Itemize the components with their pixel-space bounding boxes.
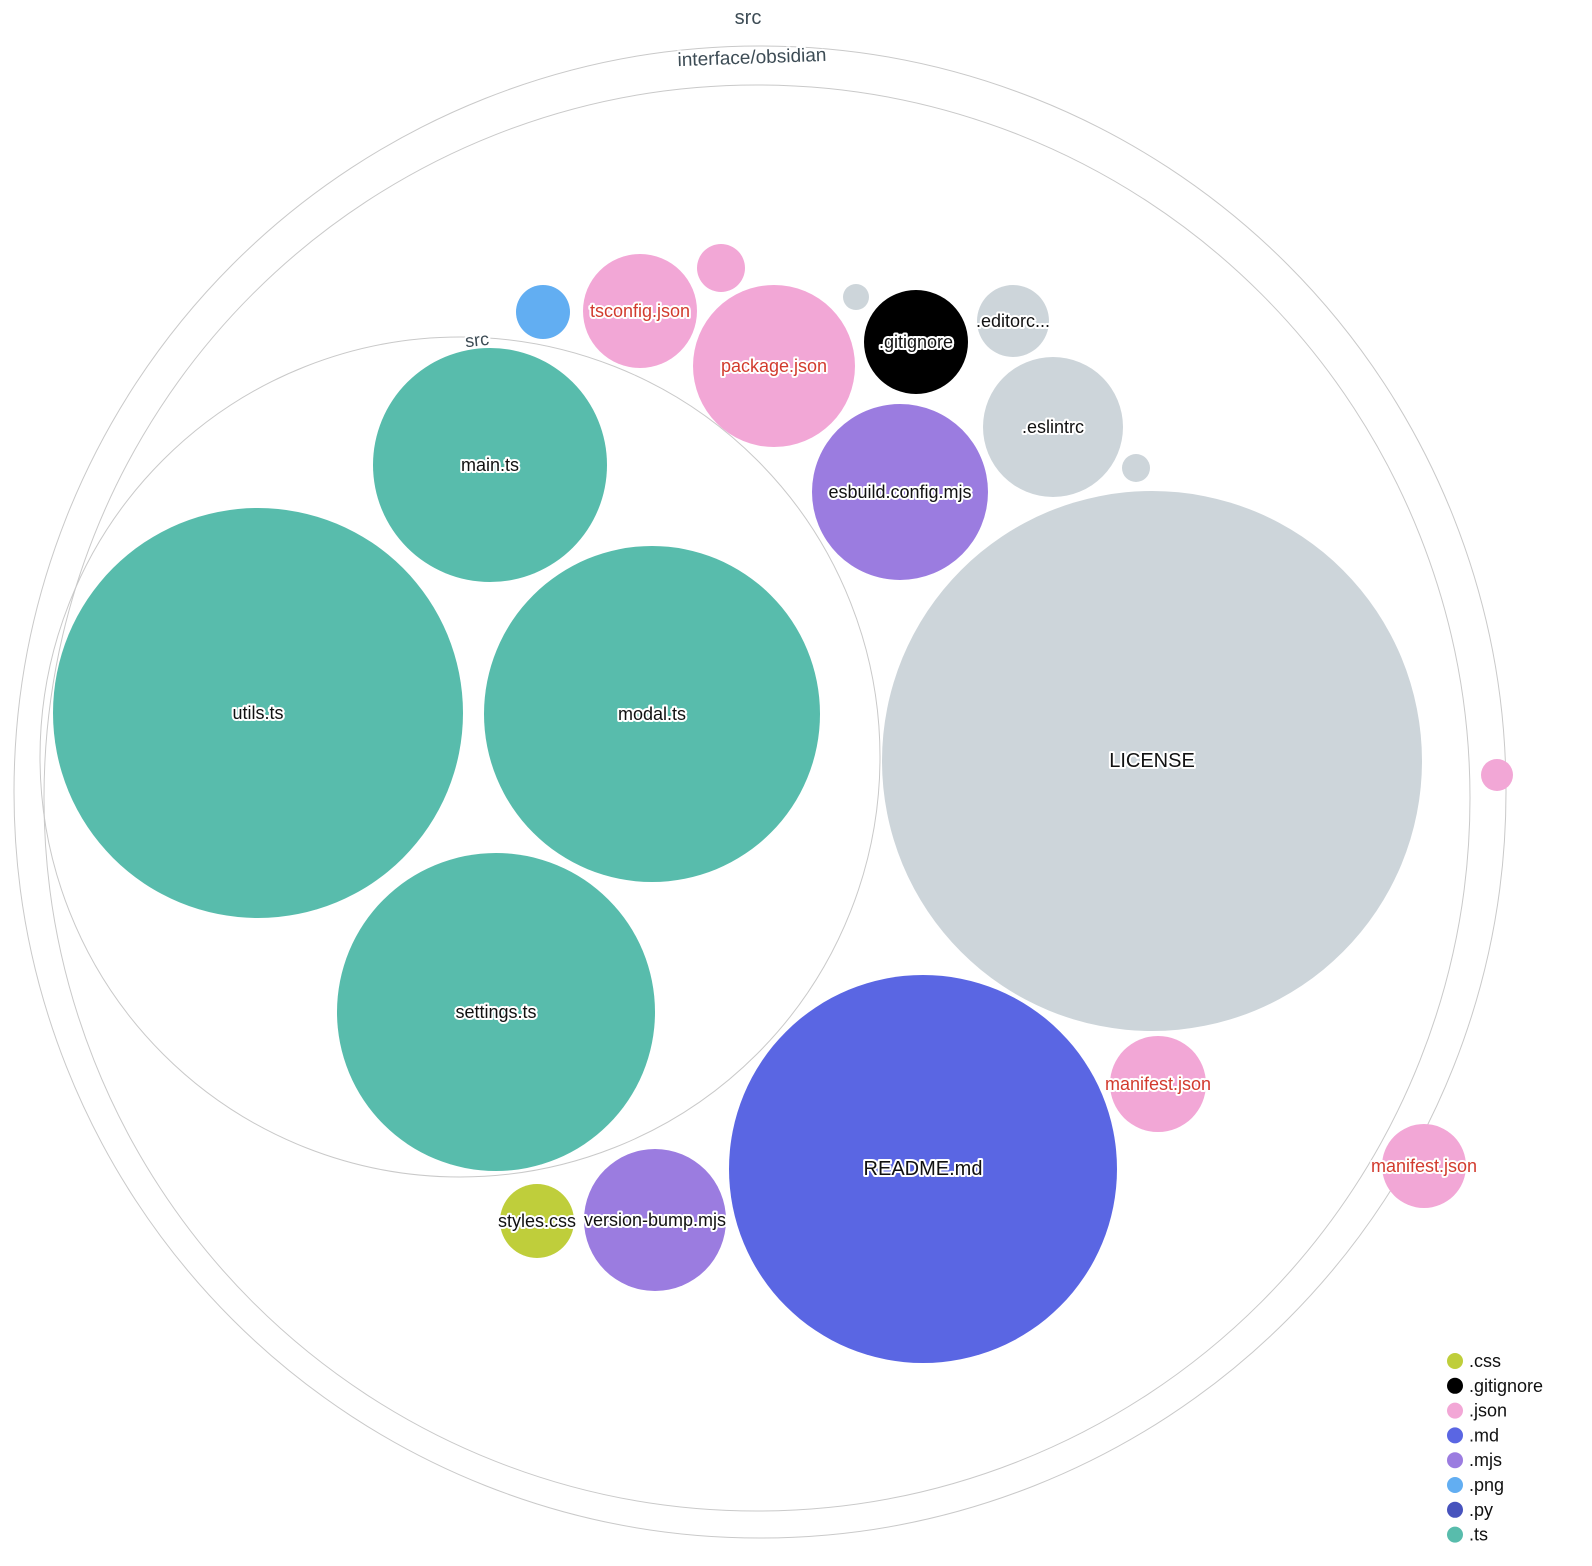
legend-label-.css: .css bbox=[1469, 1351, 1501, 1371]
file-circle-package-json bbox=[693, 285, 855, 447]
file-label-main-ts: main.ts bbox=[461, 455, 519, 475]
legend-dot-.gitignore bbox=[1447, 1377, 1463, 1394]
file-circle-settings-ts bbox=[337, 853, 655, 1171]
file-label-modal-ts: modal.ts bbox=[618, 704, 686, 724]
legend: .css .gitignore .json .md .mjs .png .py .ts bbox=[1447, 1351, 1543, 1545]
legend-item-.json: .json bbox=[1447, 1401, 1507, 1421]
legend-label-.json: .json bbox=[1469, 1401, 1507, 1421]
file-label-utils-ts: utils.ts bbox=[232, 703, 283, 723]
file-circle-gray-small-2 bbox=[1122, 454, 1150, 482]
file-circle-utils-ts bbox=[53, 508, 463, 918]
file-label-settings-ts: settings.ts bbox=[455, 1002, 536, 1022]
file-label-readme-md: README.md bbox=[864, 1158, 983, 1180]
file-circle-esbuild-config-mjs bbox=[812, 404, 988, 580]
legend-label-.ts: .ts bbox=[1469, 1525, 1488, 1545]
file-circle-readme-md bbox=[729, 975, 1117, 1363]
file-label-package-json: package.json bbox=[721, 356, 827, 376]
legend-dot-.css bbox=[1447, 1353, 1463, 1369]
file-label-esbuild-config-mjs: esbuild.config.mjs bbox=[828, 482, 971, 502]
file-circle-json-small-top bbox=[697, 244, 745, 292]
folder-label-src: src bbox=[464, 329, 490, 351]
file-circle-tsconfig-json bbox=[583, 254, 697, 368]
folder-label-root-src: src bbox=[735, 7, 762, 29]
legend-item-.mjs: .mjs bbox=[1447, 1450, 1502, 1470]
file-label-editorconfig: .editorc... bbox=[976, 311, 1050, 331]
legend-item-.css: .css bbox=[1447, 1351, 1501, 1371]
legend-label-.py: .py bbox=[1469, 1500, 1493, 1520]
legend-item-.ts: .ts bbox=[1447, 1525, 1488, 1545]
legend-item-.png: .png bbox=[1447, 1475, 1504, 1495]
legend-dot-.py bbox=[1447, 1501, 1463, 1518]
legend-dot-.mjs bbox=[1447, 1452, 1463, 1469]
file-label-styles-css: styles.css bbox=[498, 1211, 576, 1231]
file-label-gitignore: .gitignore bbox=[879, 332, 953, 352]
file-circle-eslintrc bbox=[983, 357, 1123, 497]
folder-circle-src bbox=[39, 336, 881, 1178]
legend-dot-.ts bbox=[1447, 1526, 1463, 1543]
file-label-license: LICENSE bbox=[1109, 750, 1195, 772]
file-label-eslintrc: .eslintrc bbox=[1022, 417, 1084, 437]
legend-dot-.md bbox=[1447, 1427, 1463, 1444]
file-circle-gitignore bbox=[864, 290, 968, 394]
folder-circle-root-src bbox=[13, 45, 1507, 1539]
legend-label-.mjs: .mjs bbox=[1469, 1450, 1502, 1470]
folder-circle-interface-obsidian bbox=[43, 84, 1471, 1512]
file-circle-license bbox=[882, 491, 1422, 1031]
legend-item-.md: .md bbox=[1447, 1425, 1499, 1445]
legend-dot-.json bbox=[1447, 1402, 1463, 1419]
file-circle-json-small-right bbox=[1481, 759, 1513, 791]
file-circle-manifest-json-outer bbox=[1382, 1124, 1466, 1208]
file-circle-png-file bbox=[516, 285, 570, 339]
file-circle-gray-small-1 bbox=[843, 284, 869, 310]
file-circle-version-bump-mjs bbox=[584, 1149, 726, 1291]
file-label-manifest-json-inner: manifest.json bbox=[1105, 1074, 1211, 1094]
folder-label-interface-obsidian: interface/obsidian bbox=[677, 45, 827, 71]
file-label-manifest-json-outer: manifest.json bbox=[1371, 1156, 1477, 1176]
legend-label-.md: .md bbox=[1469, 1425, 1499, 1445]
legend-dot-.png bbox=[1447, 1477, 1463, 1493]
legend-label-.gitignore: .gitignore bbox=[1469, 1376, 1543, 1396]
file-circle-styles-css bbox=[500, 1184, 574, 1258]
file-circle-modal-ts bbox=[484, 546, 820, 882]
file-label-tsconfig-json: tsconfig.json bbox=[590, 301, 690, 321]
file-circle-main-ts bbox=[373, 348, 607, 582]
file-circle-editorconfig bbox=[977, 285, 1049, 357]
legend-item-.py: .py bbox=[1447, 1500, 1493, 1520]
file-circle-manifest-json-inner bbox=[1110, 1036, 1206, 1132]
file-label-version-bump-mjs: version-bump.mjs bbox=[584, 1210, 726, 1230]
legend-item-.gitignore: .gitignore bbox=[1447, 1376, 1543, 1396]
legend-label-.png: .png bbox=[1469, 1475, 1504, 1495]
